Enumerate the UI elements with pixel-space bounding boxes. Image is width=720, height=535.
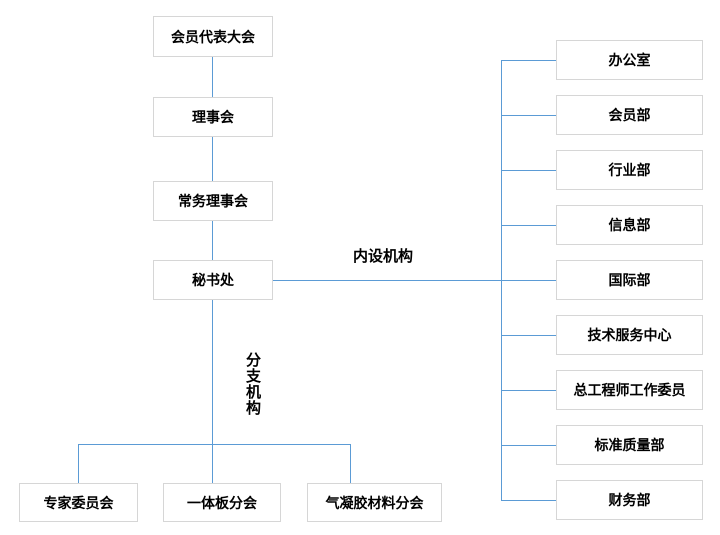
branch-integrated-panel: 一体板分会: [163, 483, 281, 522]
node-standing-council: 常务理事会: [153, 181, 273, 221]
connector-dept-stub-3: [501, 170, 556, 171]
connector-branch-drop-2: [212, 444, 213, 483]
connector-chain-1: [212, 57, 213, 97]
node-council: 理事会: [153, 97, 273, 137]
connector-branch-drop-1: [78, 444, 79, 483]
node-member-congress: 会员代表大会: [153, 16, 273, 57]
connector-dept-stub-2: [501, 115, 556, 116]
connector-chain-2: [212, 137, 213, 181]
connector-dept-stub-7: [501, 390, 556, 391]
node-secretariat: 秘书处: [153, 260, 273, 300]
branch-expert-committee: 专家委员会: [19, 483, 138, 522]
branch-aerogel-materials: 气凝胶材料分会: [307, 483, 442, 522]
dept-information: 信息部: [556, 205, 703, 245]
dept-chief-engineer-committee: 总工程师工作委员: [556, 370, 703, 410]
connector-dept-stub-1: [501, 60, 556, 61]
connector-dept-stub-4: [501, 225, 556, 226]
connector-dept-stub-5: [501, 280, 556, 281]
dept-standards-quality: 标准质量部: [556, 425, 703, 465]
dept-finance: 财务部: [556, 480, 703, 520]
dept-office: 办公室: [556, 40, 703, 80]
connector-secretariat-to-branches: [212, 300, 213, 445]
connector-chain-3: [212, 221, 213, 260]
dept-membership: 会员部: [556, 95, 703, 135]
connector-dept-stub-6: [501, 335, 556, 336]
connector-dept-stub-8: [501, 445, 556, 446]
branch-orgs-label: 分支机构: [244, 352, 262, 416]
dept-international: 国际部: [556, 260, 703, 300]
internal-orgs-label: 内设机构: [353, 247, 414, 265]
connector-dept-stub-9: [501, 500, 556, 501]
connector-branches-bar: [78, 444, 351, 445]
connector-secretariat-to-depts: [273, 280, 502, 281]
dept-tech-service-center: 技术服务中心: [556, 315, 703, 355]
connector-branch-drop-3: [350, 444, 351, 483]
dept-industry: 行业部: [556, 150, 703, 190]
